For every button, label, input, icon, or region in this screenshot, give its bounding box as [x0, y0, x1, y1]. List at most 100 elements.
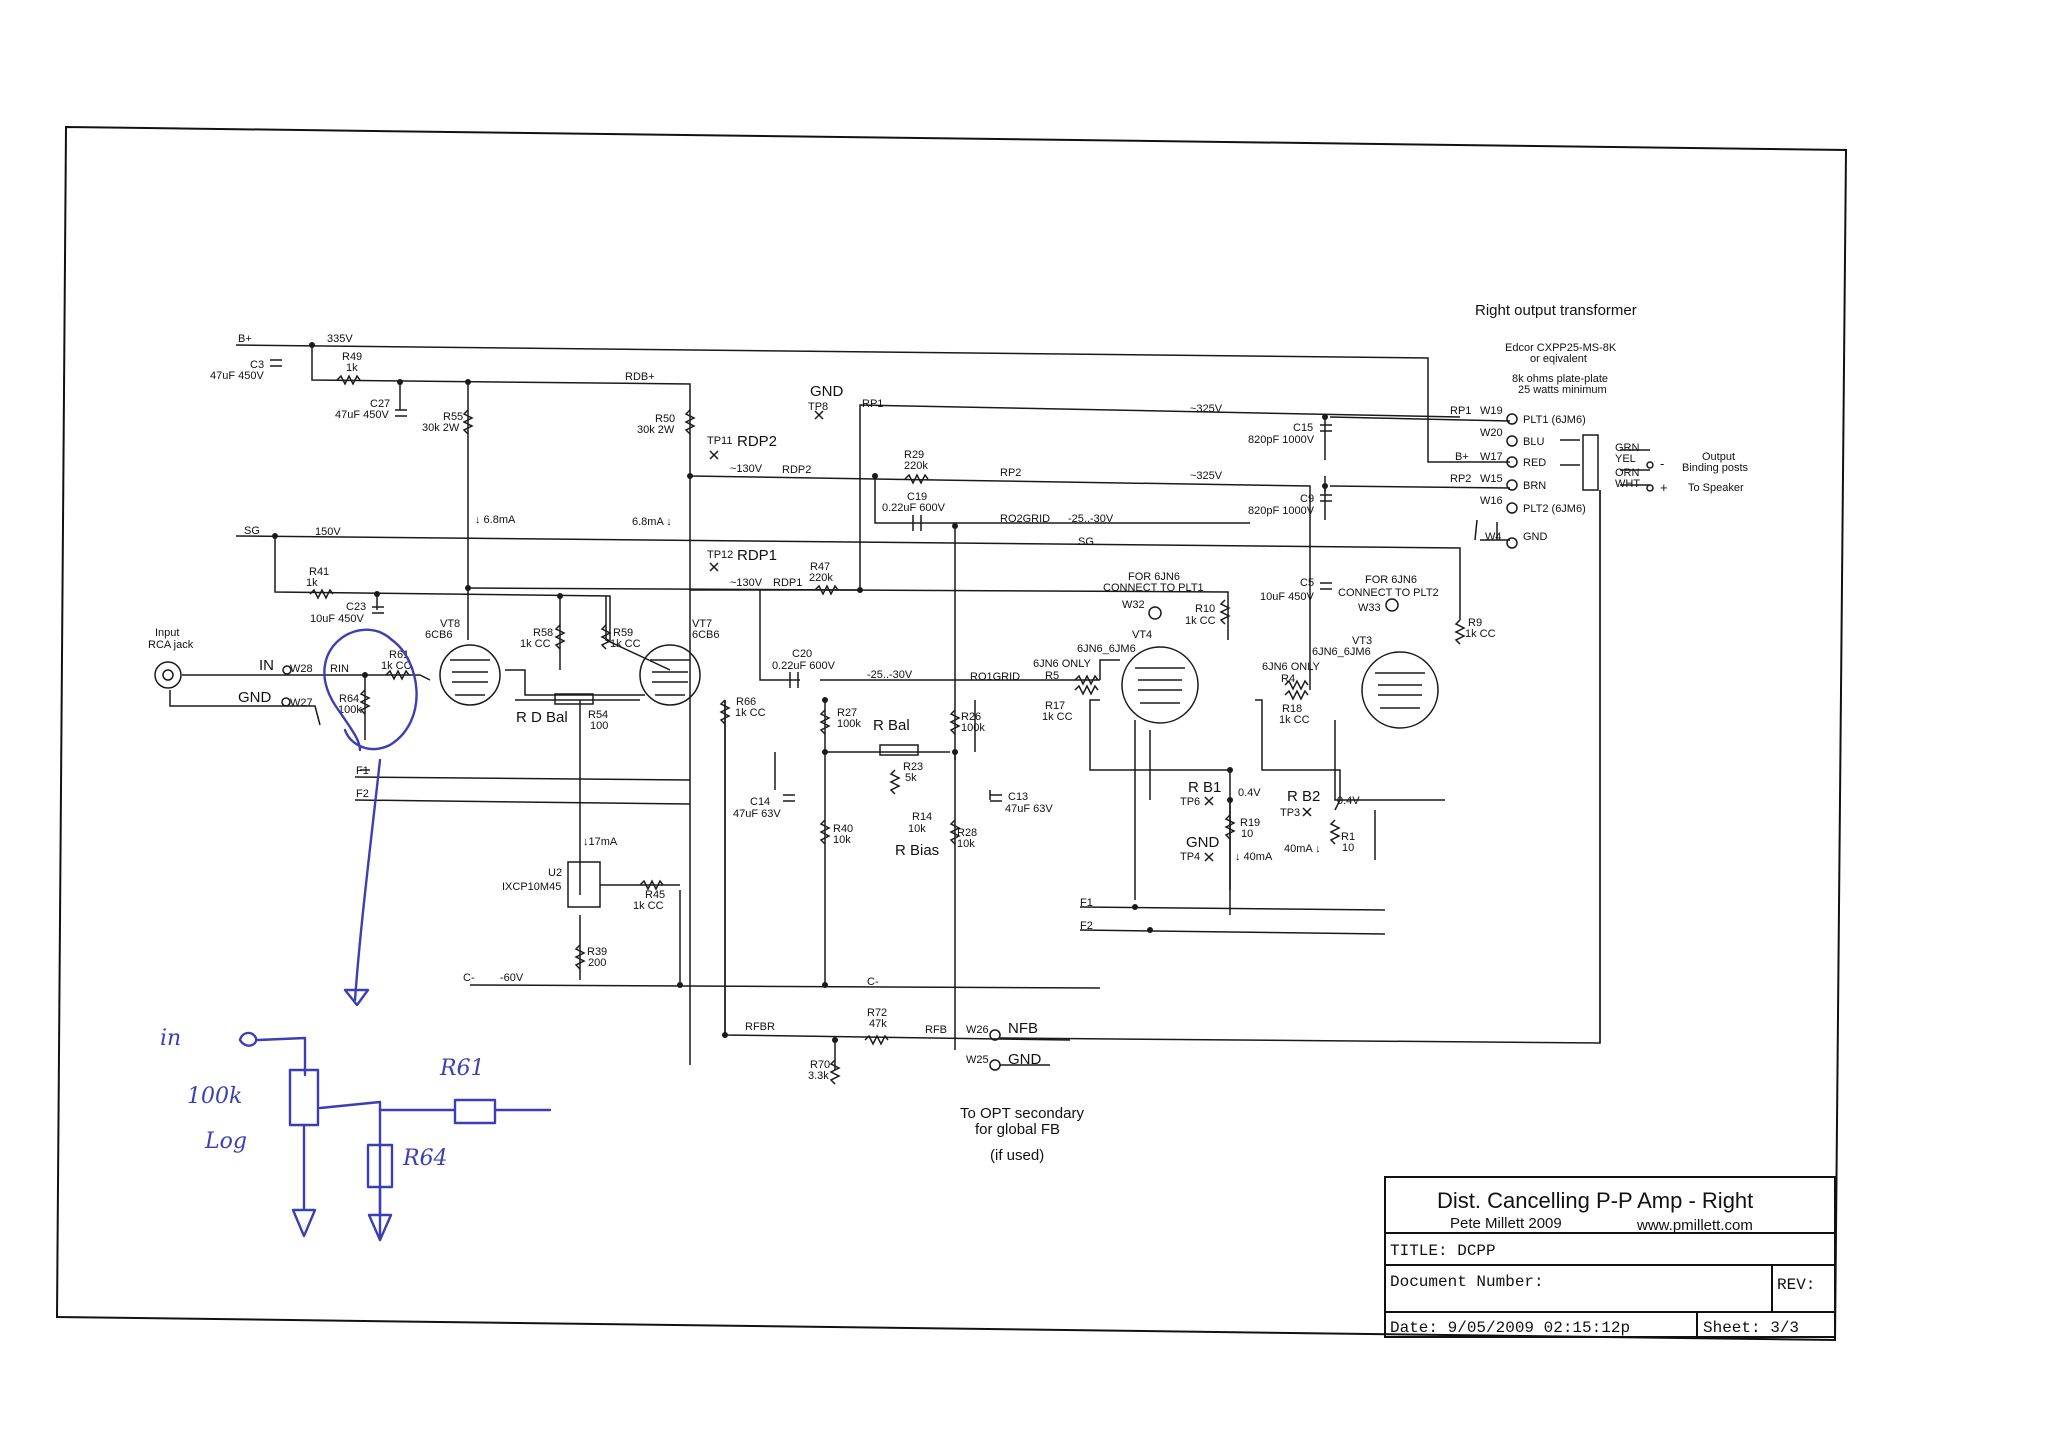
net-rdp2-voltage: ~130V [730, 463, 763, 475]
net-rp2-voltage: ~325V [1190, 470, 1223, 482]
r47-value: 220k [809, 572, 833, 584]
net-rdp2-label: RDP2 [782, 464, 811, 476]
pot-rbias-label: R Bias [895, 842, 939, 859]
r39-ref: R39 [587, 946, 607, 958]
c19-value: 0.22uF 600V [882, 502, 946, 514]
c19-ref: C19 [907, 491, 927, 503]
r72-ref: R72 [867, 1007, 887, 1019]
c20-value: 0.22uF 600V [772, 660, 836, 672]
opt-heading: Right output transformer [1475, 302, 1637, 319]
tube-vt4: VT4 6JN6_6JM6 FOR 6JN6 CONNECT TO PLT1 W… [1033, 571, 1204, 724]
r70-value: 3.3k [808, 1070, 829, 1082]
r64-ref: R64 [339, 693, 359, 705]
r64-value: 100k [338, 704, 362, 716]
fb-w26: W26 [966, 1024, 989, 1036]
input-title-1: Input [155, 627, 179, 639]
r26-value: 100k [961, 722, 985, 734]
opt-pin-wire: W16 [1480, 495, 1503, 507]
net-ro1grid-voltage: -25..-30V [867, 669, 913, 681]
r54-ref: R54 [588, 709, 608, 721]
vt4-only: 6JN6 ONLY [1033, 658, 1092, 670]
opt-pin-label: GND [1523, 531, 1548, 543]
rail-f2: F2 [356, 788, 369, 800]
fb-note-2: for global FB [975, 1121, 1060, 1138]
title-block: Dist. Cancelling P-P Amp - Right Pete Mi… [1384, 1176, 1836, 1338]
rail-sg-2: SG [1078, 536, 1094, 548]
c27-ref: C27 [370, 398, 390, 410]
opt-plus: + [1660, 480, 1668, 495]
hand-100k: 100k [187, 1084, 242, 1109]
r14-value: 10k [908, 823, 926, 835]
opt-sec-orn: ORN [1615, 467, 1640, 479]
tp6-label: TP6 [1180, 796, 1200, 808]
vt8-ref: VT8 [440, 618, 460, 630]
tube-vt7: VT7 6CB6 [639, 618, 720, 706]
vt3-note-2: CONNECT TO PLT2 [1338, 587, 1439, 599]
r23-ref: R23 [903, 761, 923, 773]
r17-ref: R17 [1045, 700, 1065, 712]
input-title-2: RCA jack [148, 639, 194, 651]
input-section: Input RCA jack IN W28 GND W27 [148, 627, 313, 709]
c27-value: 47uF 450V [335, 409, 389, 421]
tp-gnd-label: GND [810, 383, 844, 400]
title-block-title: Dist. Cancelling P-P Amp - Right [1437, 1188, 1753, 1213]
title-block-title-field: TITLE: DCPP [1390, 1242, 1496, 1260]
net-ro2grid: RO2GRID [1000, 513, 1050, 525]
r50-value: 30k 2W [637, 424, 675, 436]
net-rdp1-label: RDP1 [773, 577, 802, 589]
input-w28: W28 [290, 663, 313, 675]
title-block-sheet: Sheet: 3/3 [1703, 1319, 1799, 1337]
c13-value: 47uF 63V [1005, 803, 1053, 815]
r29-ref: R29 [904, 449, 924, 461]
r49-value: 1k [346, 362, 358, 374]
r5-ref: R5 [1045, 670, 1059, 682]
r39-value: 200 [588, 957, 606, 969]
opt-spec-2: 25 watts minimum [1518, 384, 1607, 396]
current-6-8ma-b: 6.8mA ↓ [632, 516, 672, 528]
opt-pin-label: BRN [1523, 480, 1546, 492]
r9-ref: R9 [1468, 617, 1482, 629]
c3-value: 47uF 450V [210, 370, 264, 382]
opt-model-2: or eqivalent [1530, 353, 1587, 365]
net-labels: RP1 ~325V RP2 ~325V RDP2 ~130V RDP2 RDP1… [330, 398, 1360, 1036]
opt-spec-1: 8k ohms plate-plate [1512, 373, 1608, 385]
opt-sec-yel: YEL [1615, 453, 1636, 465]
vt3-ref: VT3 [1352, 635, 1372, 647]
c14-ref: C14 [750, 796, 770, 808]
opt-pin-label: PLT2 (6JM6) [1523, 503, 1586, 515]
rail-sg: SG [244, 525, 260, 537]
opt-pin-wire: W15 [1480, 473, 1503, 485]
c20-ref: C20 [792, 648, 812, 660]
r45-value: 1k CC [633, 900, 664, 912]
r4-ref: R4 [1281, 673, 1295, 685]
tp-gnd-label-2: GND [1186, 834, 1220, 851]
c3-ref: C3 [250, 359, 264, 371]
fb-nfb-label: NFB [1008, 1020, 1038, 1037]
c9-ref: C9 [1300, 493, 1314, 505]
c23-value: 10uF 450V [310, 613, 364, 625]
input-w27: W27 [290, 697, 313, 709]
opt-out-3: To Speaker [1688, 482, 1744, 494]
input-gnd-label: GND [238, 689, 272, 706]
r19-ref: R19 [1240, 817, 1260, 829]
net-rp1: RP1 [862, 398, 883, 410]
vt8-type: 6CB6 [425, 629, 453, 641]
r28-value: 10k [957, 838, 975, 850]
opt-pin-net: B+ [1455, 451, 1469, 463]
r49-ref: R49 [342, 351, 362, 363]
u2-ref: U2 [548, 867, 562, 879]
opt-pin-net: RP1 [1450, 405, 1471, 417]
opt-out-1: Output [1702, 451, 1735, 463]
current-40ma-a: ↓ 40mA [1235, 851, 1273, 863]
r72-value: 47k [869, 1018, 887, 1030]
vt4-wire: W32 [1122, 599, 1145, 611]
vt3-wire: W33 [1358, 602, 1381, 614]
net-rfb: RFB [925, 1024, 947, 1036]
opt-pin-label: BLU [1523, 436, 1544, 448]
c15-ref: C15 [1293, 422, 1313, 434]
tp-rb1-label: R B1 [1188, 779, 1221, 796]
vt4-note-2: CONNECT TO PLT1 [1103, 582, 1204, 594]
rail-f2-b: F2 [1080, 920, 1093, 932]
rail-bplus: B+ [238, 333, 252, 345]
